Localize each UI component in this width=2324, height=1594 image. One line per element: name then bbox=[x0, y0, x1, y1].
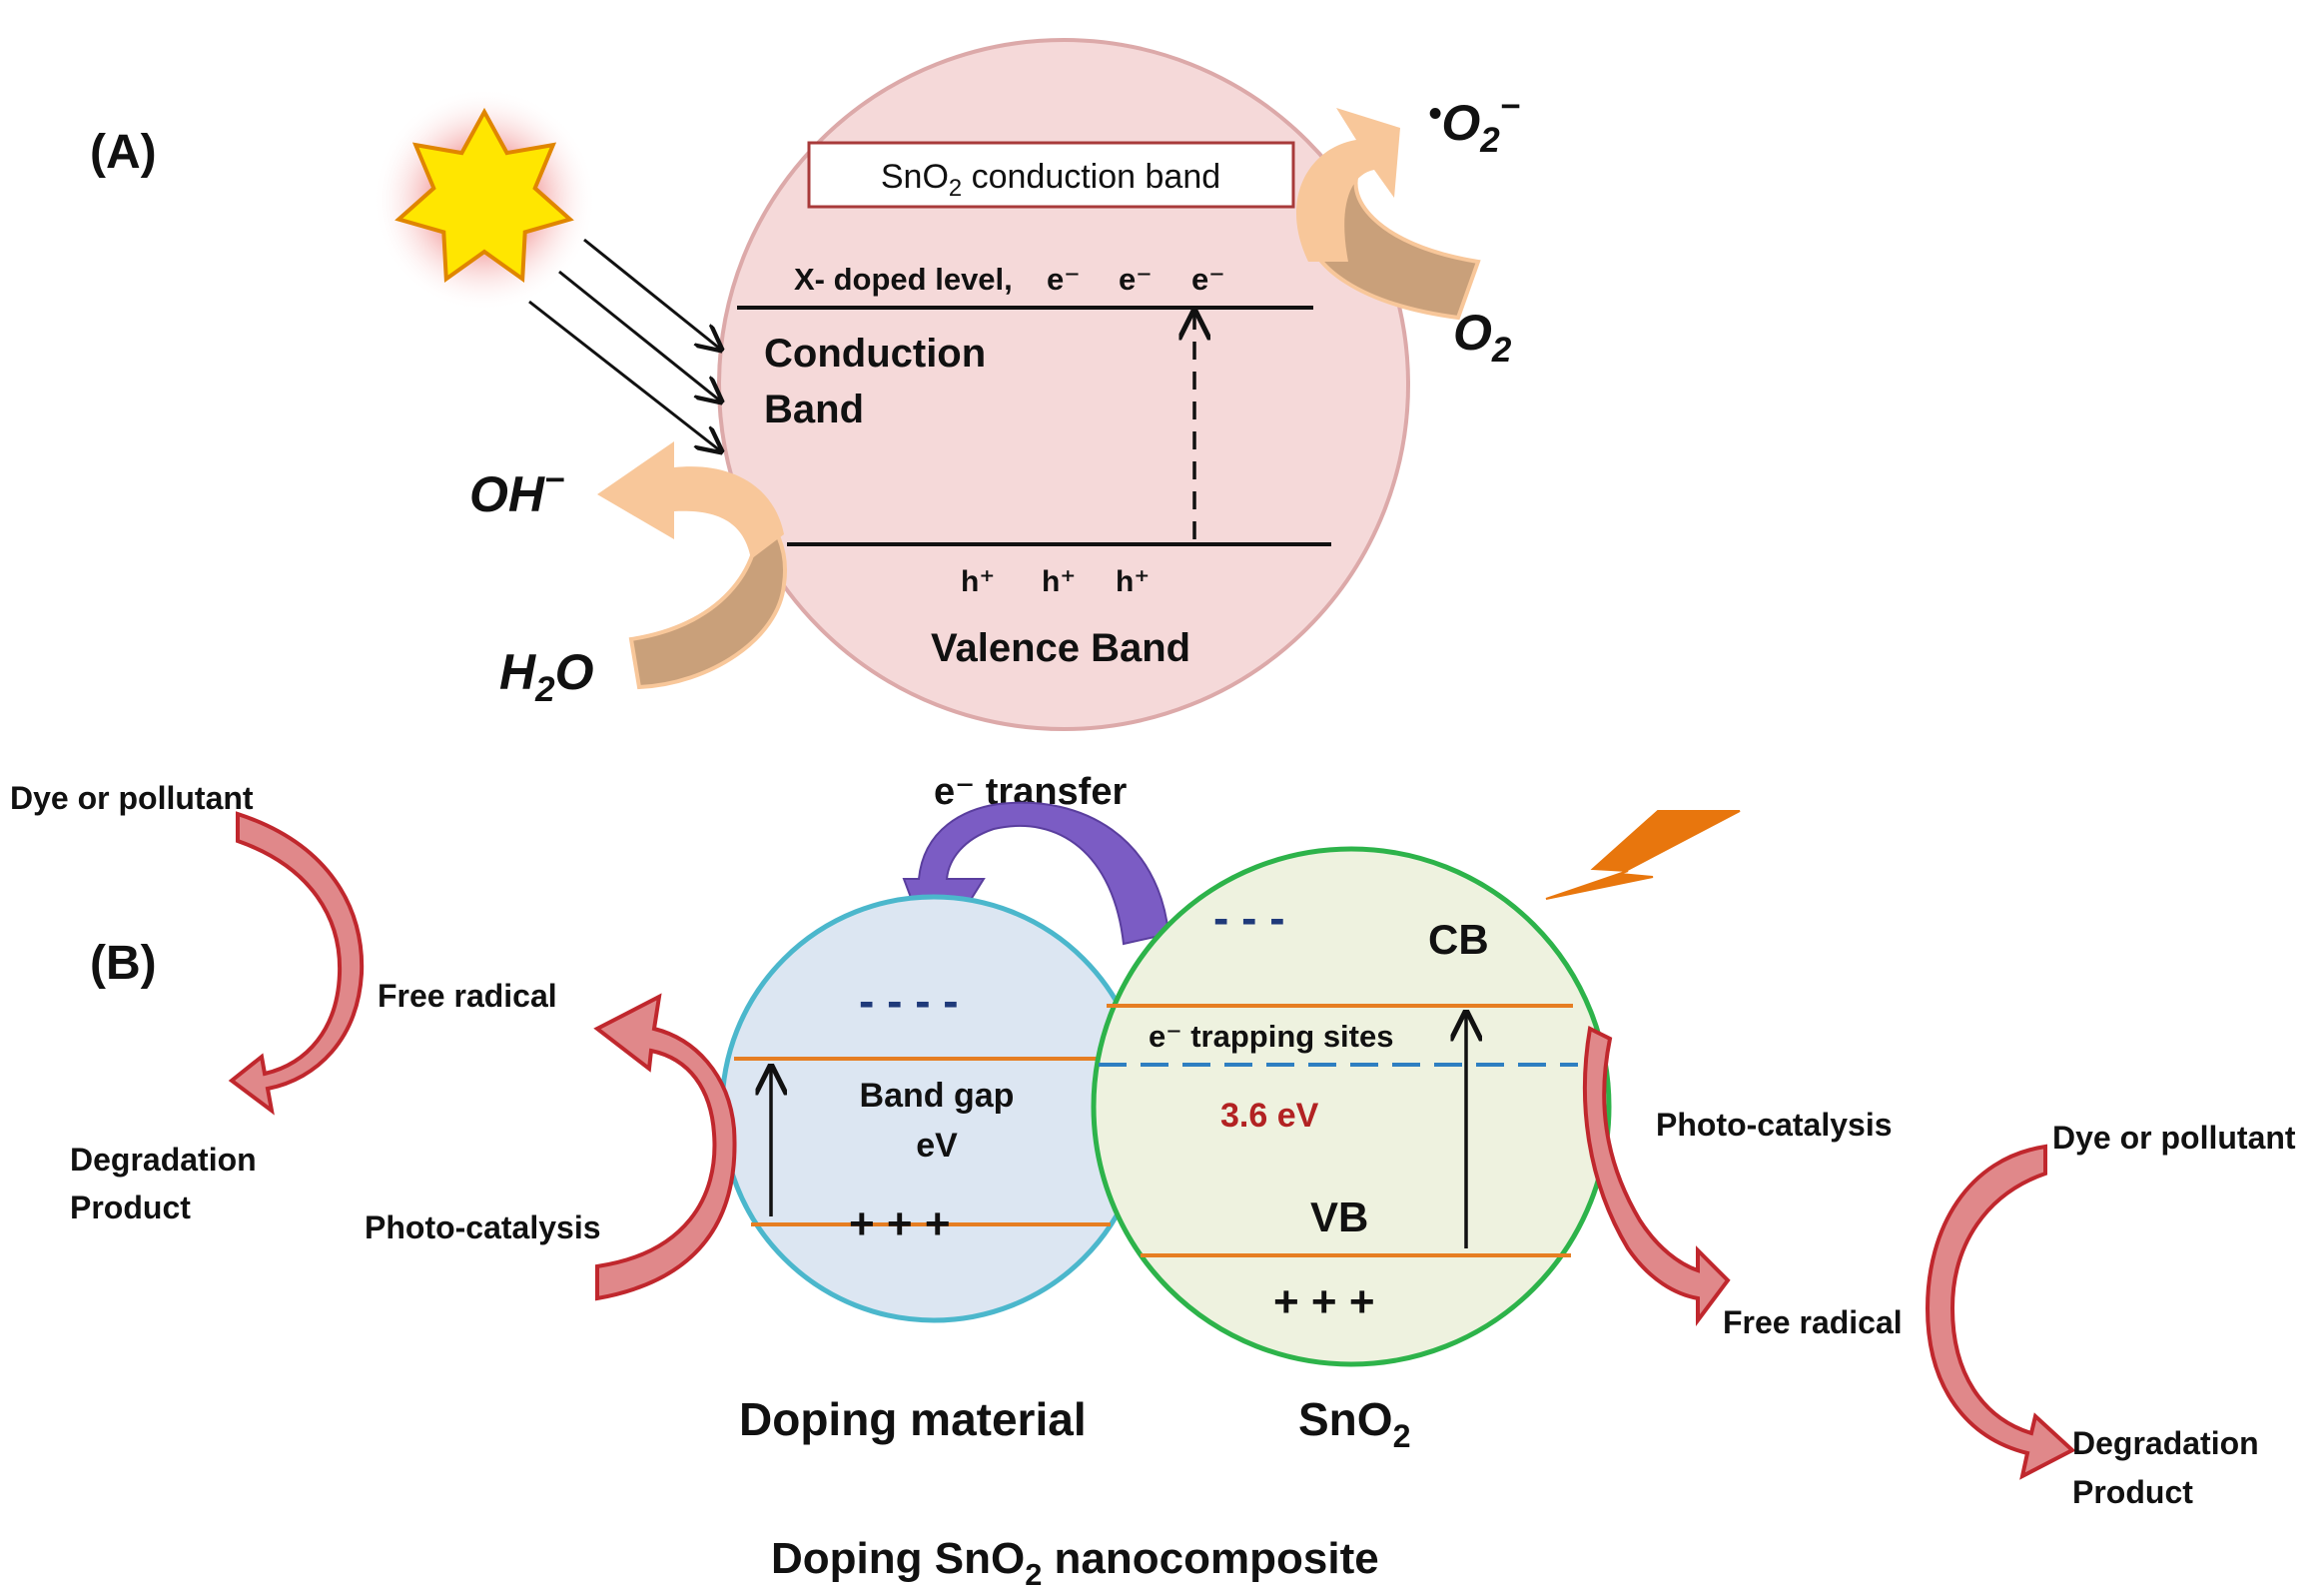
cb-box-sub: 2 bbox=[949, 175, 962, 202]
right-degradation-arrow bbox=[1925, 1144, 2076, 1480]
water-oxidation-arrow bbox=[597, 441, 787, 690]
caption: Doping SnO bbox=[771, 1534, 1025, 1583]
superoxide-sup: − bbox=[1500, 87, 1520, 126]
e-transfer-arrow bbox=[902, 801, 1170, 962]
water-sub: 2 bbox=[534, 670, 555, 709]
panel-b: (B) e⁻ transfer - - - - Band gap eV + + … bbox=[10, 771, 2296, 1592]
hole-3: h⁺ bbox=[1116, 565, 1150, 598]
right-photocatalysis-label: Photo-catalysis bbox=[1656, 1107, 1893, 1143]
doped-level-label: X- doped level, bbox=[794, 262, 1013, 297]
svg-text:SnO2: SnO2 bbox=[1298, 1393, 1410, 1454]
svg-text:•O2−: •O2− bbox=[1428, 87, 1520, 160]
svg-text:O2: O2 bbox=[1453, 305, 1512, 370]
panel-a-label: (A) bbox=[90, 126, 157, 179]
sno2-particle bbox=[1091, 846, 1612, 1367]
trapping-sites-label: e⁻ trapping sites bbox=[1149, 1019, 1393, 1054]
sno2-title: SnO bbox=[1298, 1393, 1393, 1445]
oxygen-reduction-arrow bbox=[1295, 108, 1481, 321]
superoxide-label: O bbox=[1441, 95, 1480, 151]
doping-electrons: - - - - bbox=[859, 975, 959, 1027]
svg-text:SnO2 conduction band: SnO2 conduction band bbox=[881, 158, 1220, 202]
caption-post: nanocomposite bbox=[1042, 1534, 1378, 1583]
doping-holes: + + + bbox=[849, 1199, 951, 1248]
cb-box-text: SnO bbox=[881, 158, 949, 196]
left-free-radical-label: Free radical bbox=[378, 978, 557, 1014]
sun-icon bbox=[373, 88, 596, 312]
electron-2: e⁻ bbox=[1119, 262, 1153, 297]
electron-3: e⁻ bbox=[1191, 262, 1225, 297]
right-degradation-label-1: Degradation bbox=[2072, 1425, 2259, 1461]
hole-1: h⁺ bbox=[961, 565, 995, 598]
sno2-cb-label: CB bbox=[1428, 916, 1489, 963]
left-degradation-label-2: Product bbox=[70, 1190, 191, 1225]
valence-band-label: Valence Band bbox=[931, 626, 1190, 670]
left-photocatalysis-arrow bbox=[593, 993, 737, 1301]
sno2-vb-label: VB bbox=[1310, 1194, 1368, 1240]
superoxide-dot: • bbox=[1428, 93, 1441, 135]
hydroxide-sup: − bbox=[544, 460, 564, 499]
left-dye-label: Dye or pollutant bbox=[10, 780, 254, 816]
hydroxide-label: OH bbox=[469, 466, 545, 522]
panel-b-label: (B) bbox=[90, 937, 157, 990]
sno2-holes: + + + bbox=[1273, 1277, 1375, 1326]
svg-text:Doping SnO2 nanocomposite: Doping SnO2 nanocomposite bbox=[771, 1534, 1379, 1592]
caption-sub: 2 bbox=[1025, 1557, 1042, 1592]
light-rays bbox=[528, 238, 721, 451]
left-degradation-label-1: Degradation bbox=[70, 1142, 257, 1178]
lightning-icon bbox=[1545, 810, 1741, 900]
svg-text:OH−: OH− bbox=[469, 460, 564, 522]
right-photocatalysis-arrow bbox=[1582, 1026, 1731, 1326]
water-post: O bbox=[555, 644, 594, 700]
sno2-band-gap-value: 3.6 eV bbox=[1220, 1097, 1319, 1135]
panel-a: (A) SnO2 conduction band X- doped level,… bbox=[90, 38, 1520, 731]
svg-text:H2O: H2O bbox=[499, 644, 594, 709]
right-degradation-label-2: Product bbox=[2072, 1474, 2193, 1510]
band-gap-label-2: eV bbox=[916, 1127, 958, 1165]
cb-box-rest: conduction band bbox=[962, 158, 1220, 196]
oxygen-label: O bbox=[1453, 305, 1492, 361]
electron-1: e⁻ bbox=[1047, 262, 1081, 297]
superoxide-sub: 2 bbox=[1479, 121, 1500, 160]
right-dye-label: Dye or pollutant bbox=[2052, 1120, 2296, 1156]
band-gap-label-1: Band gap bbox=[860, 1077, 1015, 1115]
conduction-band-label-2: Band bbox=[764, 388, 864, 431]
right-free-radical-label: Free radical bbox=[1723, 1304, 1903, 1340]
conduction-band-label-1: Conduction bbox=[764, 332, 986, 376]
doping-material-title: Doping material bbox=[739, 1393, 1087, 1445]
sno2-title-sub: 2 bbox=[1393, 1418, 1411, 1454]
sno2-conduction-band-box: SnO2 conduction band bbox=[807, 141, 1295, 209]
hole-2: h⁺ bbox=[1042, 565, 1076, 598]
left-degradation-arrow bbox=[228, 811, 365, 1116]
oxygen-sub: 2 bbox=[1491, 331, 1512, 370]
water-label: H bbox=[499, 644, 536, 700]
sno2-electrons: - - - bbox=[1213, 892, 1285, 944]
left-photocatalysis-label: Photo-catalysis bbox=[365, 1209, 601, 1245]
